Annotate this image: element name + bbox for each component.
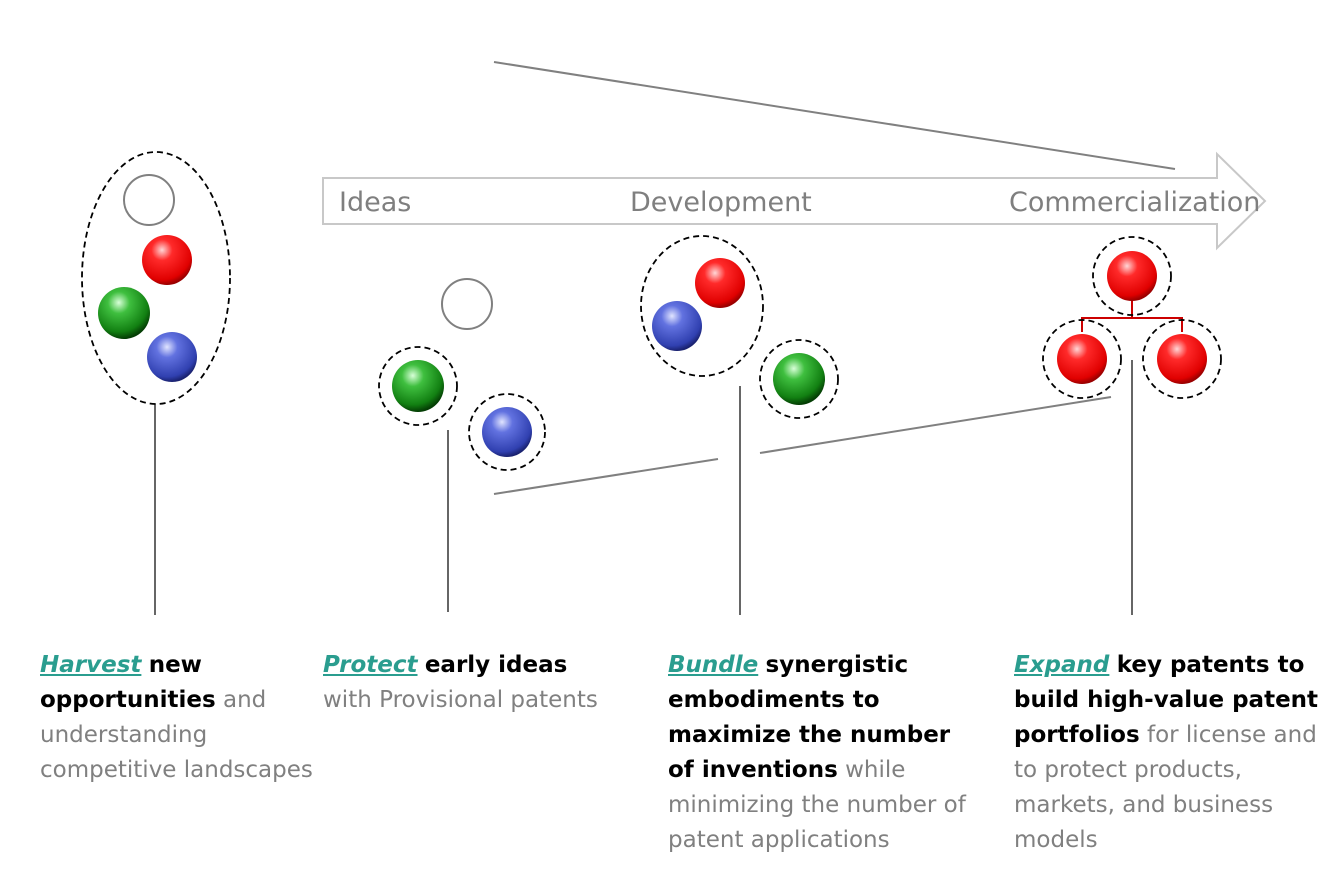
caption-expand: Expand key patents to build high-value p…: [1014, 648, 1324, 858]
stage-ideas: Ideas: [339, 187, 411, 218]
red-ball: [1157, 334, 1207, 384]
green-ball: [98, 287, 150, 339]
patent-tree-connector: [1082, 300, 1182, 332]
caption-keyword: Bundle: [668, 652, 758, 678]
blue-ball: [482, 407, 532, 457]
caption-protect: Protect early ideas with Provisional pat…: [323, 648, 623, 718]
funnel-bottom-line-left: [494, 459, 718, 494]
blue-ball: [652, 301, 702, 351]
caption-keyword: Expand: [1014, 652, 1109, 678]
caption-bundle: Bundle synergistic embodiments to maximi…: [668, 648, 978, 858]
red-ball: [142, 235, 192, 285]
blue-ball: [147, 332, 197, 382]
caption-text: with Provisional patents: [323, 687, 598, 713]
red-ball: [1057, 334, 1107, 384]
funnel-bottom-line-right: [760, 397, 1111, 453]
empty-idea-circle: [124, 175, 174, 225]
caption-keyword: Harvest: [40, 652, 141, 678]
green-ball: [773, 353, 825, 405]
green-ball: [392, 360, 444, 412]
bundle-group-outline: [641, 236, 763, 376]
stage-commercialization: Commercialization: [1009, 187, 1260, 218]
empty-idea-circle: [442, 279, 492, 329]
red-ball: [695, 258, 745, 308]
caption-bold-text: early ideas: [425, 652, 568, 678]
caption-harvest: Harvest new opportunities and understand…: [40, 648, 330, 788]
red-ball: [1107, 251, 1157, 301]
stage-development: Development: [630, 187, 812, 218]
caption-keyword: Protect: [323, 652, 418, 678]
funnel-top-line: [494, 62, 1175, 169]
